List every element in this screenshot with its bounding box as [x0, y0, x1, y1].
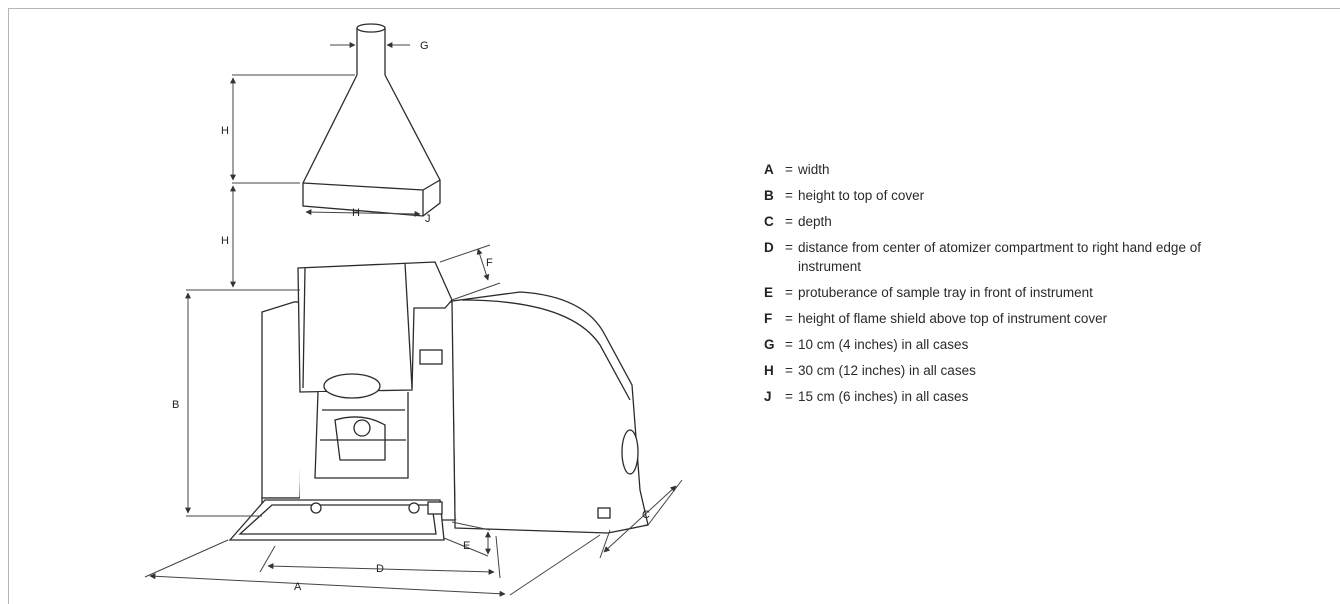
- legend-key: B: [764, 188, 774, 203]
- figure-frame: [8, 8, 1340, 604]
- legend-equals: =: [785, 311, 793, 326]
- legend-description: 10 cm (4 inches) in all cases: [798, 337, 969, 352]
- legend-description: 15 cm (6 inches) in all cases: [798, 389, 969, 404]
- label-C: C: [642, 509, 650, 521]
- legend-key: J: [764, 389, 772, 404]
- legend-item-b: B = height to top of cover: [764, 186, 1234, 205]
- legend-description: depth: [798, 214, 832, 229]
- flame-shield: [297, 261, 453, 393]
- legend-item-g: G = 10 cm (4 inches) in all cases: [764, 335, 1234, 354]
- label-F: F: [486, 257, 493, 269]
- legend-equals: =: [785, 363, 793, 378]
- legend-equals: =: [785, 188, 793, 203]
- legend-key: D: [764, 240, 774, 255]
- dimension-legend: A = width B = height to top of cover C =…: [764, 160, 1234, 413]
- legend-item-d: D = distance from center of atomizer com…: [764, 238, 1234, 276]
- label-H-upper: H: [221, 125, 229, 137]
- label-J: J: [425, 213, 431, 225]
- label-E: E: [463, 540, 470, 552]
- legend-key: G: [764, 337, 775, 352]
- legend-description: 30 cm (12 inches) in all cases: [798, 363, 976, 378]
- instrument-body: [228, 261, 649, 541]
- exhaust-hood: [302, 23, 441, 217]
- label-D: D: [376, 563, 384, 575]
- legend-equals: =: [785, 240, 793, 255]
- legend-description: protuberance of sample tray in front of …: [798, 285, 1093, 300]
- legend-equals: =: [785, 285, 793, 300]
- legend-item-f: F = height of flame shield above top of …: [764, 309, 1234, 328]
- label-B: B: [172, 399, 179, 411]
- legend-equals: =: [785, 162, 793, 177]
- dimension-labels: G H H J H F B C E D A: [172, 40, 650, 593]
- legend-item-e: E = protuberance of sample tray in front…: [764, 283, 1234, 302]
- legend-description: height of flame shield above top of inst…: [798, 311, 1108, 326]
- legend-equals: =: [785, 389, 793, 404]
- legend-key: E: [764, 285, 774, 300]
- legend-key: F: [764, 311, 773, 326]
- legend-description: width: [798, 162, 830, 177]
- legend-description: distance from center of atomizer compart…: [798, 240, 1201, 274]
- dimension-lines: [144, 42, 683, 597]
- label-H-lower: H: [221, 235, 229, 247]
- legend-item-a: A = width: [764, 160, 1234, 179]
- left-housing: [261, 301, 301, 499]
- legend-item-h: H = 30 cm (12 inches) in all cases: [764, 361, 1234, 380]
- label-A: A: [294, 581, 302, 593]
- label-G: G: [420, 40, 429, 52]
- legend-key: H: [764, 363, 774, 378]
- legend-equals: =: [785, 214, 793, 229]
- legend-equals: =: [785, 337, 793, 352]
- legend-key: A: [764, 162, 774, 177]
- legend-key: C: [764, 214, 774, 229]
- legend-description: height to top of cover: [798, 188, 925, 203]
- legend-item-j: J = 15 cm (6 inches) in all cases: [764, 387, 1234, 406]
- legend-item-c: C = depth: [764, 212, 1234, 231]
- label-H-base: H: [352, 207, 360, 219]
